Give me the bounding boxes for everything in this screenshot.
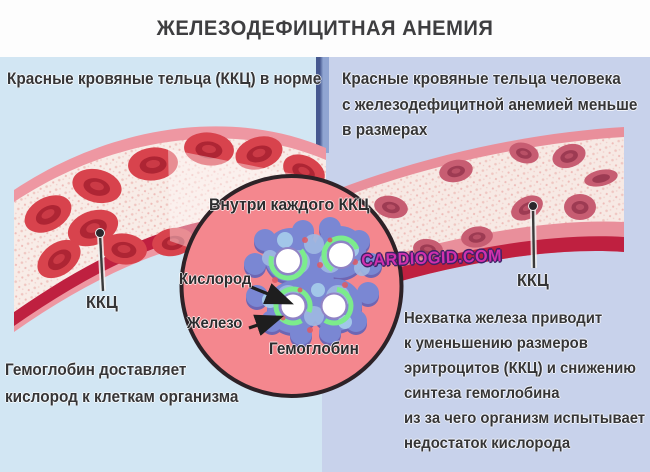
iron-arrow <box>248 314 285 336</box>
left-panel-caption: Гемоглобин доставляет кислород к клеткам… <box>5 357 238 410</box>
left-cell-pointer <box>95 228 106 292</box>
right-cell-pointer <box>528 201 538 269</box>
magnifier-circle <box>179 174 404 398</box>
magnifier-heading: Внутри каждого ККЦ <box>209 195 370 214</box>
left-caption-line: Гемоглобин доставляет <box>5 361 187 379</box>
right-panel-caption: Нехватка железа приводит к уменьшению ра… <box>404 306 645 456</box>
right-caption-line: недостаток кислорода <box>404 435 571 452</box>
right-caption-line: к уменьшению размеров <box>404 335 588 352</box>
oxygen-label: Кислород <box>179 271 252 288</box>
title-bar <box>0 0 650 57</box>
iron-label: Железо <box>187 315 243 332</box>
right-heading-line: Красные кровяные тельца человека <box>342 70 621 88</box>
panel-divider <box>316 57 329 153</box>
right-caption-line: синтеза гемоглобина <box>404 385 560 402</box>
right-heading-line: с железодефицитной анемией меньше <box>342 95 638 114</box>
left-panel-heading: Красные кровяные тельца (ККЦ) в норме <box>7 70 322 88</box>
right-heading-line: в размерах <box>342 121 428 139</box>
right-panel-heading: Красные кровяные тельца человека с желез… <box>342 67 637 144</box>
right-cell-label: ККЦ <box>517 270 549 290</box>
right-caption-line: из за чего организм испытывает <box>404 410 646 427</box>
left-caption-line: кислород к клеткам организма <box>5 387 239 406</box>
right-caption-line: Нехватка железа приводит <box>404 310 603 327</box>
right-vessel <box>320 127 624 306</box>
hemoglobin-molecule <box>244 217 382 348</box>
right-caption-line: эритроцитов (ККЦ) и снижению <box>404 360 636 377</box>
hemoglobin-label: Гемоглобин <box>269 340 359 358</box>
oxygen-arrow <box>250 283 294 305</box>
page-title: ЖЕЛЕЗОДЕФИЦИТНАЯ АНЕМИЯ <box>156 17 494 40</box>
left-cell-label: ККЦ <box>86 292 118 312</box>
